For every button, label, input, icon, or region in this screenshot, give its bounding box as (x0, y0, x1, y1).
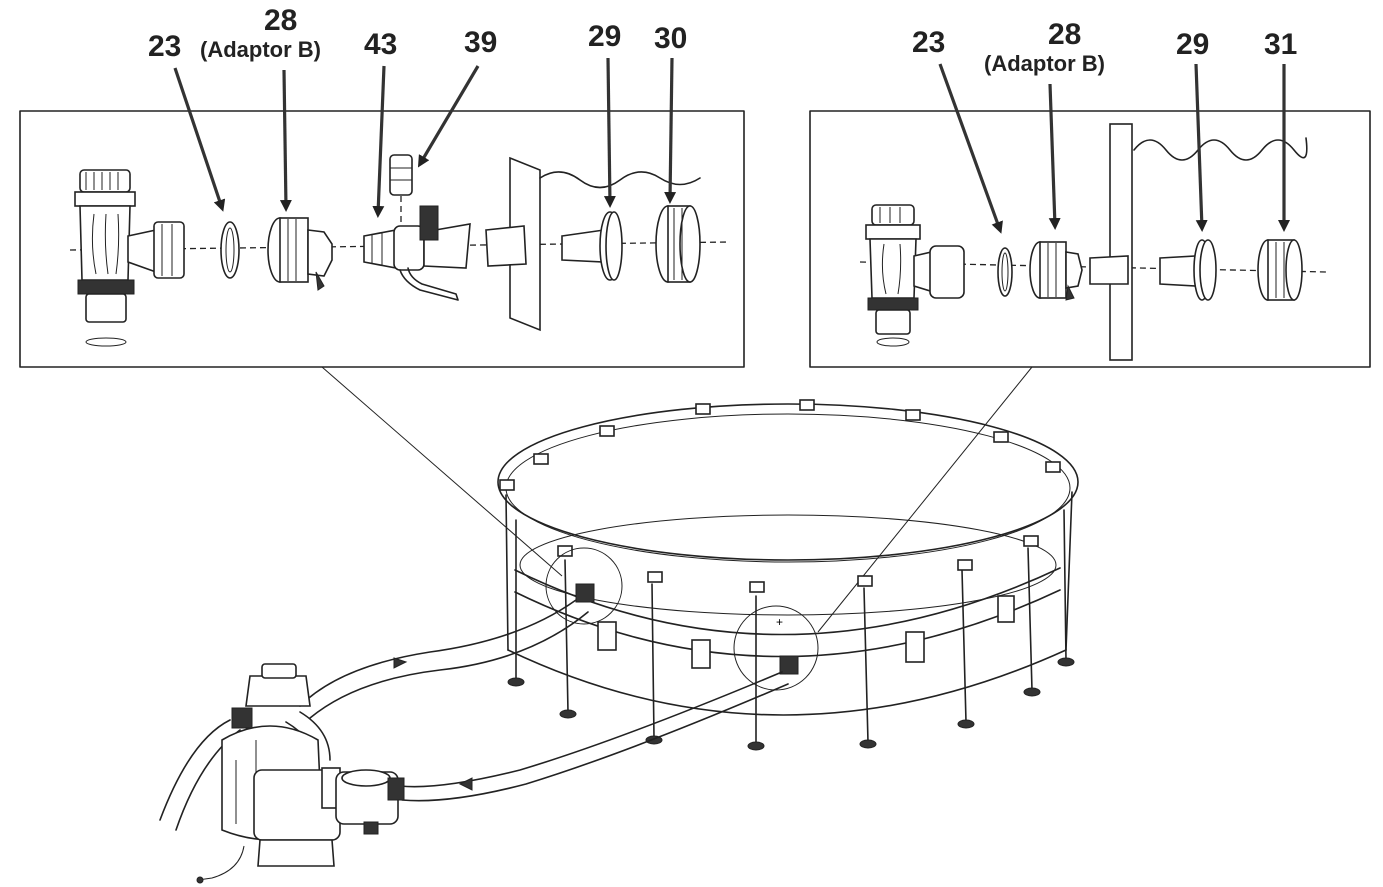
pool-wall-right (1089, 123, 1308, 361)
callout-left-23: 23 (148, 30, 182, 63)
callout-right-28: 28 (1048, 18, 1082, 51)
callout-right-23: 23 (912, 26, 946, 59)
left-detail-panel (19, 57, 745, 368)
adaptor-b-28-right (1029, 241, 1083, 301)
callout-left-39: 39 (464, 26, 498, 59)
callout-right-31: 31 (1264, 28, 1298, 61)
callout-left-28-sublabel: (Adaptor B) (200, 37, 321, 62)
leader-line-right (817, 366, 1033, 633)
callout-right-29: 29 (1176, 28, 1210, 61)
strainer-housing-right (865, 204, 965, 347)
o-ring-23-left (220, 221, 240, 279)
callout-left-28: 28 (264, 4, 298, 37)
valve-39 (389, 154, 413, 226)
frame-pool (497, 399, 1079, 751)
hoses (159, 599, 789, 831)
right-panel-frame (809, 110, 1371, 368)
right-detail-panel (809, 63, 1371, 368)
connector-43 (363, 205, 471, 301)
o-ring-23-right (997, 247, 1013, 297)
nut-31 (1257, 239, 1303, 301)
leader-line-left (321, 366, 563, 577)
sand-filter-pump (196, 663, 405, 884)
strainer-housing-left (74, 169, 185, 347)
callout-left-30: 30 (654, 22, 688, 55)
plus-symbol: + (776, 615, 783, 629)
nut-30 (655, 205, 701, 283)
callout-left-29: 29 (588, 20, 622, 53)
callout-right-28-sublabel: (Adaptor B) (984, 51, 1105, 76)
strainer-connector-29-right (1159, 239, 1217, 301)
strainer-connector-29-left (561, 211, 623, 281)
adaptor-b-28-left (267, 217, 333, 291)
callout-left-43: 43 (364, 28, 398, 61)
detail-circle-left (545, 547, 623, 625)
